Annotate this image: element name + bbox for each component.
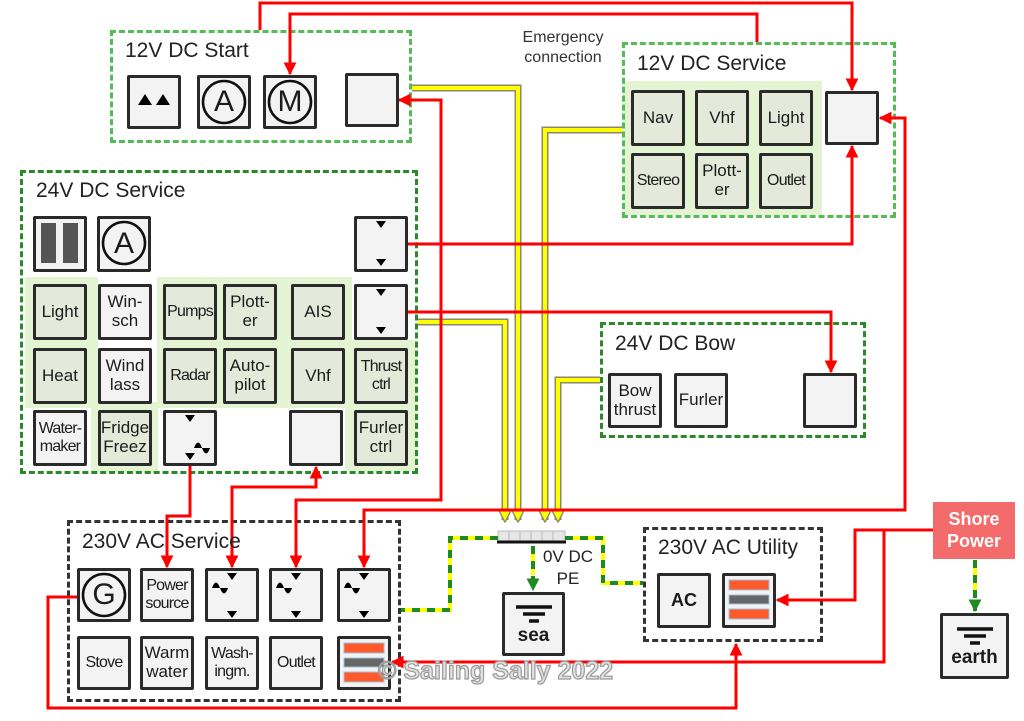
- generator-glyph: G: [92, 578, 116, 611]
- battery-12v-start[interactable]: [345, 73, 399, 127]
- battery-12v-service[interactable]: [825, 91, 879, 145]
- generator[interactable]: G: [77, 568, 131, 622]
- battery-bank-24v[interactable]: [33, 216, 87, 272]
- alternator-glyph: A: [213, 85, 234, 118]
- alternator-glyph: A: [113, 227, 134, 260]
- power-source[interactable]: Power source: [140, 568, 194, 622]
- ground-sea-label: sea: [517, 624, 550, 646]
- battery-icon: [348, 76, 396, 124]
- ground-earth-label: earth: [951, 646, 998, 668]
- inverter[interactable]: [163, 410, 217, 466]
- battery-icon: [292, 413, 340, 461]
- load-windlass[interactable]: Wind lass: [98, 348, 152, 404]
- dc-dc-converter-to-12v[interactable]: [354, 216, 408, 272]
- load-thrust-ctrl[interactable]: Thrust ctrl: [354, 348, 408, 404]
- ground-icon: [955, 626, 995, 646]
- load-plotter[interactable]: Plott- er: [695, 153, 749, 209]
- load-stove[interactable]: Stove: [77, 636, 131, 690]
- charger-3[interactable]: [337, 568, 391, 622]
- motor-glyph: M: [277, 85, 303, 118]
- load-ais[interactable]: AIS: [291, 284, 345, 340]
- battery-icon: [828, 94, 876, 142]
- load-furler-ctrl[interactable]: Furler ctrl: [354, 410, 408, 466]
- load-bow-thrust[interactable]: Bow thrust: [608, 373, 662, 428]
- dc-dc-converter-to-bow[interactable]: [354, 284, 408, 340]
- load-radar[interactable]: Radar: [163, 348, 217, 404]
- breaker-panel-ac-utility[interactable]: [722, 573, 776, 628]
- zero-volt-pe-busbar[interactable]: [497, 530, 566, 544]
- group-title-24v-dc-bow: 24V DC Bow: [615, 332, 736, 355]
- load-stereo[interactable]: Stereo: [631, 153, 685, 209]
- watermark: © Sailing Sally 2022: [377, 656, 614, 685]
- group-title-230v-ac-utility: 230V AC Utility: [658, 536, 799, 559]
- load-plotter-24v[interactable]: Plott- er: [223, 284, 277, 340]
- charger-1[interactable]: [205, 568, 259, 622]
- load-outlet-ac[interactable]: Outlet: [269, 636, 323, 690]
- group-title-230v-ac-service: 230V AC Service: [82, 530, 241, 553]
- load-fridge-freezer[interactable]: Fridge Freez: [98, 410, 152, 466]
- load-winsch[interactable]: Win- sch: [98, 284, 152, 340]
- charger-icon: [340, 571, 388, 619]
- charger-2[interactable]: [269, 568, 323, 622]
- ground-sea[interactable]: sea: [502, 592, 565, 656]
- ground-icon: [514, 604, 554, 624]
- load-light-24v[interactable]: Light: [33, 284, 87, 340]
- breaker-panel-icon: [725, 576, 773, 624]
- shore-power[interactable]: Shore Power: [933, 502, 1015, 559]
- dc-dc-converter-icon: [357, 287, 405, 335]
- battery-icon: [806, 376, 854, 424]
- load-autopilot[interactable]: Auto- pilot: [223, 348, 277, 404]
- load-light[interactable]: Light: [759, 90, 813, 146]
- ground-earth[interactable]: earth: [940, 613, 1009, 679]
- load-vhf-24v[interactable]: Vhf: [291, 348, 345, 404]
- wire-negative-24v-bow[interactable]: [558, 378, 600, 521]
- wire-pe-ac-service[interactable]: [401, 536, 498, 612]
- battery-bank-icon: [36, 219, 84, 267]
- battery-24v-bow[interactable]: [803, 373, 857, 428]
- alternator-12v[interactable]: A: [197, 75, 251, 129]
- rectifier[interactable]: [127, 75, 181, 129]
- wire-negative-12v-start[interactable]: [412, 86, 518, 521]
- charger-icon: [272, 571, 320, 619]
- emergency-connection-label: Emergency connection: [522, 29, 604, 66]
- bus-label: 0V DC PE: [542, 547, 594, 589]
- load-vhf[interactable]: Vhf: [695, 90, 749, 146]
- load-warm-water[interactable]: Warm water: [140, 636, 194, 690]
- group-title-24v-dc-service: 24V DC Service: [36, 179, 186, 202]
- load-washing-machine[interactable]: Wash- ingm.: [205, 636, 259, 690]
- starter-motor[interactable]: M: [263, 75, 317, 129]
- alternator-24v[interactable]: A: [97, 216, 151, 272]
- load-watermaker[interactable]: Water- maker: [33, 410, 87, 466]
- ac-utility[interactable]: AC: [657, 573, 711, 628]
- load-heat[interactable]: Heat: [33, 348, 87, 404]
- inverter-icon: [166, 413, 214, 461]
- battery-24v-service[interactable]: [289, 410, 343, 466]
- load-nav[interactable]: Nav: [631, 90, 685, 146]
- dc-dc-converter-icon: [357, 219, 405, 267]
- group-title-12v-dc-start: 12V DC Start: [125, 39, 249, 62]
- wire-negative-24v-service[interactable]: [418, 320, 505, 521]
- rectifier-icon: [130, 78, 178, 126]
- load-outlet[interactable]: Outlet: [759, 153, 813, 209]
- load-furler[interactable]: Furler: [674, 373, 728, 428]
- dc-negative-wires: [412, 84, 622, 521]
- load-pumps[interactable]: Pumps: [163, 284, 217, 340]
- group-title-12v-dc-service: 12V DC Service: [637, 52, 787, 75]
- charger-icon: [208, 571, 256, 619]
